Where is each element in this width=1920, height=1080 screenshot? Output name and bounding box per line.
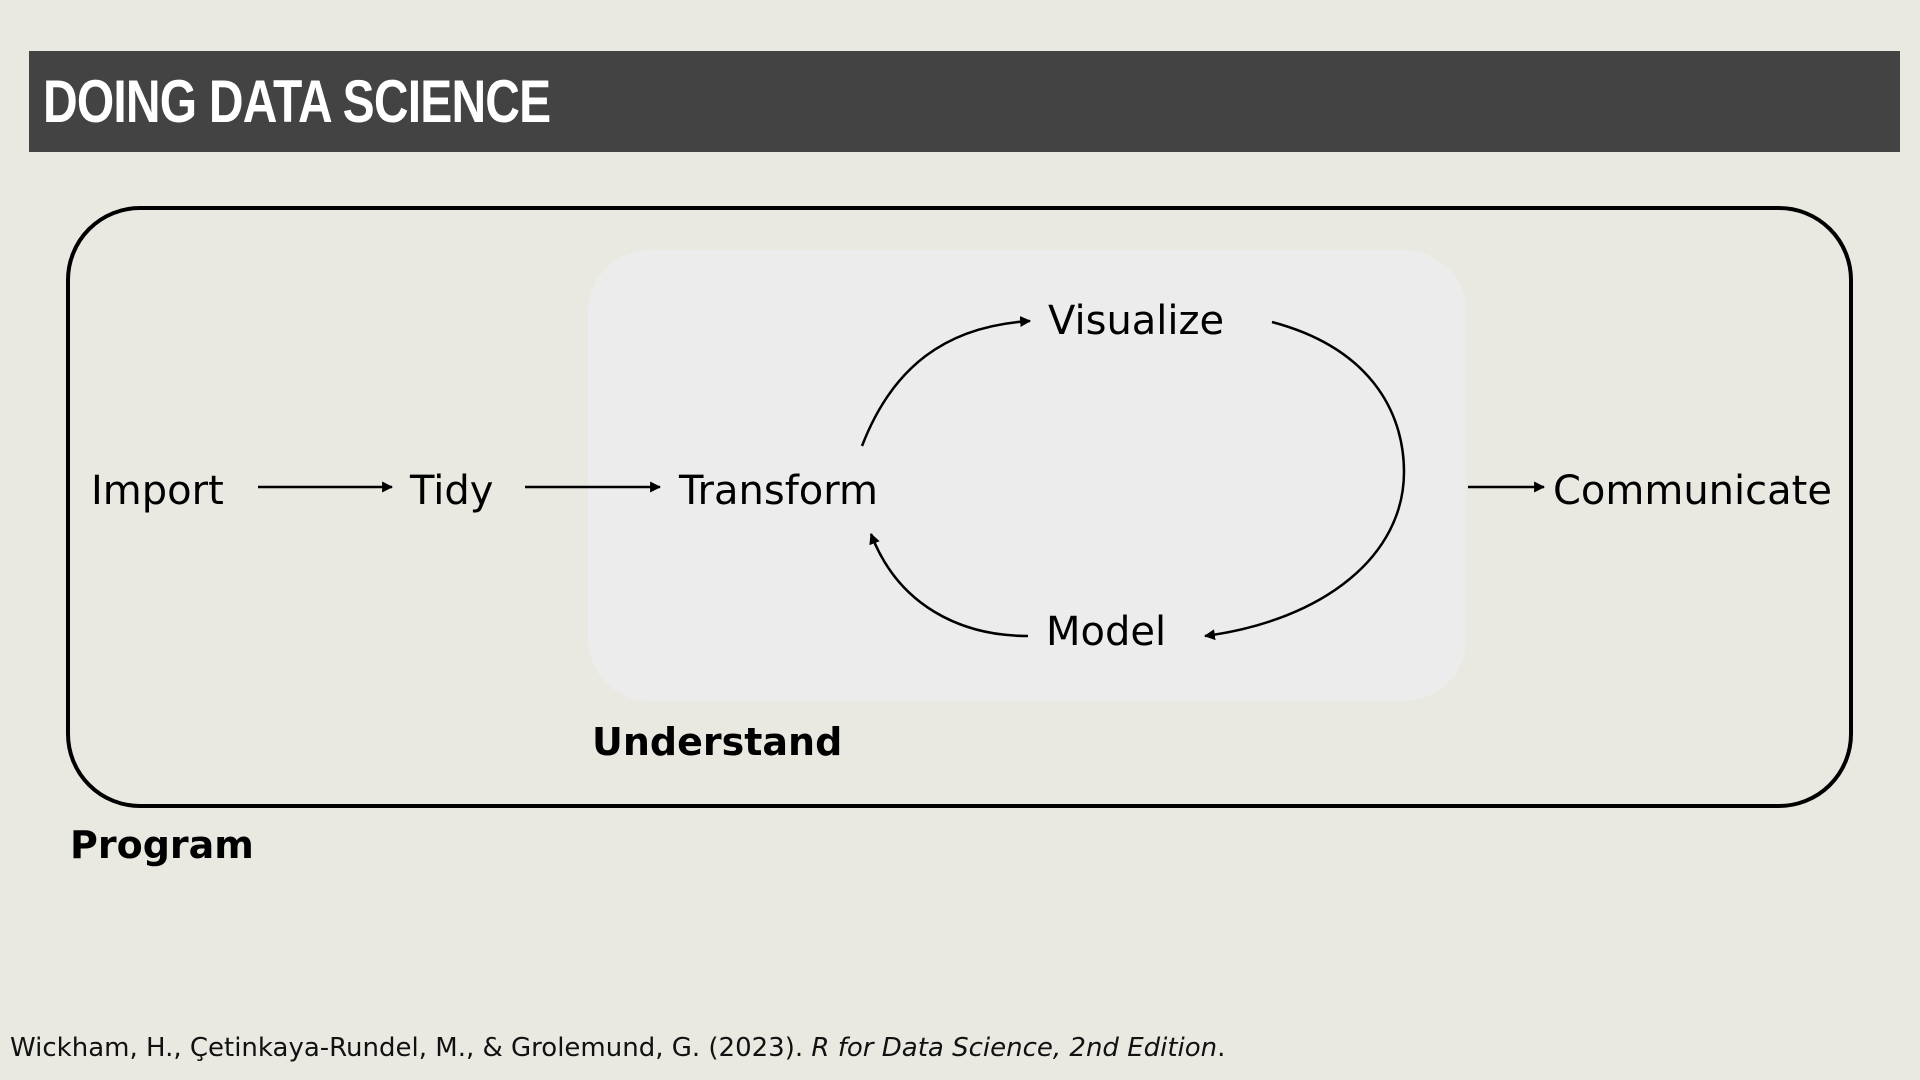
node-communicate: Communicate [1553,468,1832,514]
citation-authors: Wickham, H., Çetinkaya-Rundel, M., & Gro… [10,1033,812,1063]
citation-end: . [1217,1033,1226,1063]
citation-book-title: R for Data Science, 2nd Edition [811,1033,1218,1063]
group-label-program: Program [70,823,254,867]
node-import: Import [91,468,224,514]
arrow-transform-to-visualize [860,316,1032,447]
node-transform: Transform [678,468,878,514]
group-label-understand: Understand [592,720,842,764]
program-box [66,206,1853,808]
node-tidy: Tidy [409,468,493,514]
understand-panel [588,250,1466,701]
slide-title: DOING DATA SCIENCE [43,68,551,135]
node-visualize: Visualize [1048,298,1224,344]
arrow-model-to-transform [869,532,1029,638]
citation: Wickham, H., Çetinkaya-Rundel, M., & Gro… [10,1033,1225,1063]
arrow-visualize-to-model [1203,320,1406,641]
node-model: Model [1046,609,1166,655]
title-bar: DOING DATA SCIENCE [29,51,1900,152]
